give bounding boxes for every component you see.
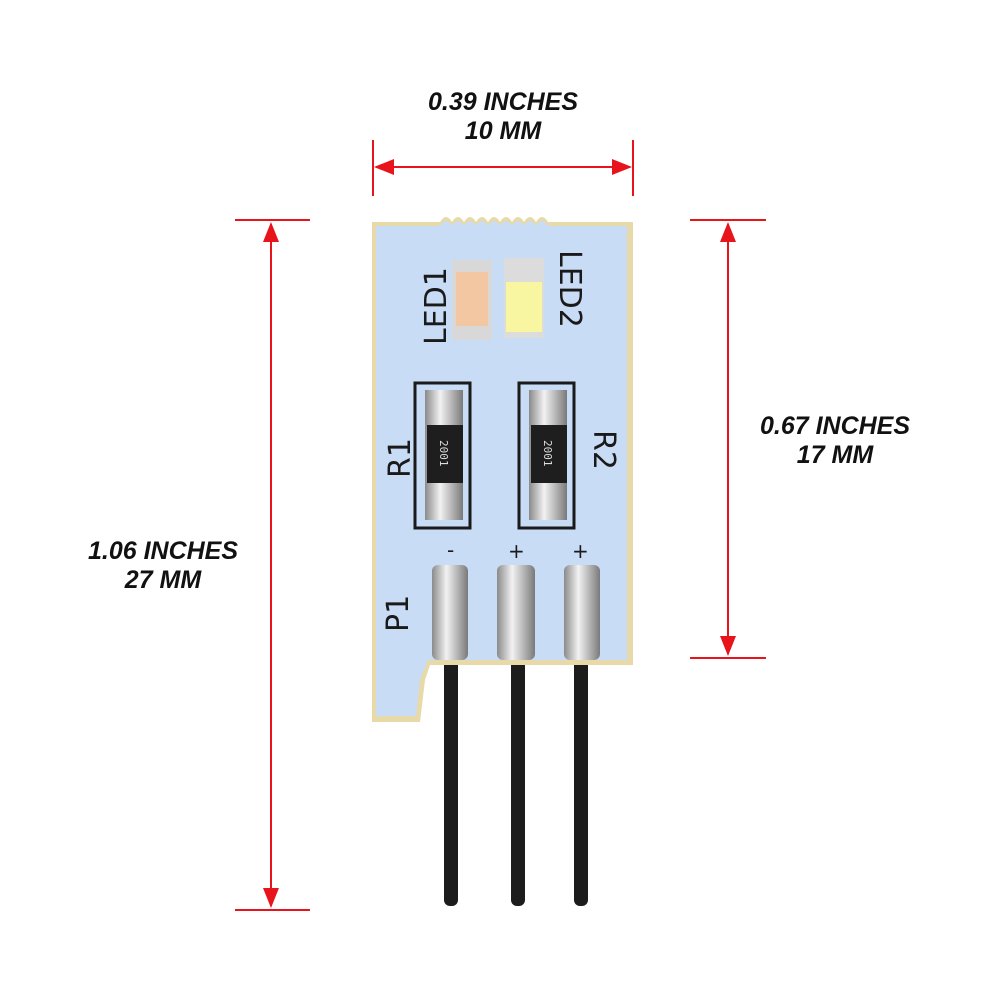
led1-label: LED1 (419, 267, 454, 345)
led-2 (504, 258, 544, 338)
width-dimension-line (372, 140, 634, 196)
pin-label-1: - (447, 538, 454, 562)
r2-code: 2001 (541, 440, 554, 467)
resistor-r1 (413, 381, 472, 530)
pad-3 (564, 565, 600, 660)
resistor-r2 (517, 381, 576, 530)
board-height-dimension-line (690, 219, 766, 659)
board-height-mm: 17 MM (797, 441, 875, 469)
led2-label: LED2 (552, 250, 587, 328)
r1-label: R1 (383, 438, 418, 478)
pin-3 (574, 600, 588, 906)
total-height-inches: 1.06 INCHES (88, 537, 238, 565)
pins (444, 600, 588, 906)
r2-label: R2 (586, 430, 621, 470)
width-inches: 0.39 INCHES (428, 88, 578, 116)
width-mm: 10 MM (465, 117, 543, 145)
r1-code: 2001 (437, 440, 450, 467)
board-height-inches: 0.67 INCHES (760, 412, 910, 440)
p1-label: P1 (381, 595, 416, 632)
pin-2 (511, 600, 525, 906)
total-height-mm: 27 MM (124, 566, 203, 594)
led-1 (452, 260, 492, 340)
pin-label-3: + (572, 539, 589, 563)
total-height-dimension-line (235, 219, 310, 911)
pin-label-2: + (508, 539, 525, 563)
pad-2 (497, 565, 535, 660)
pin-1 (444, 600, 458, 906)
pad-1 (432, 565, 468, 660)
